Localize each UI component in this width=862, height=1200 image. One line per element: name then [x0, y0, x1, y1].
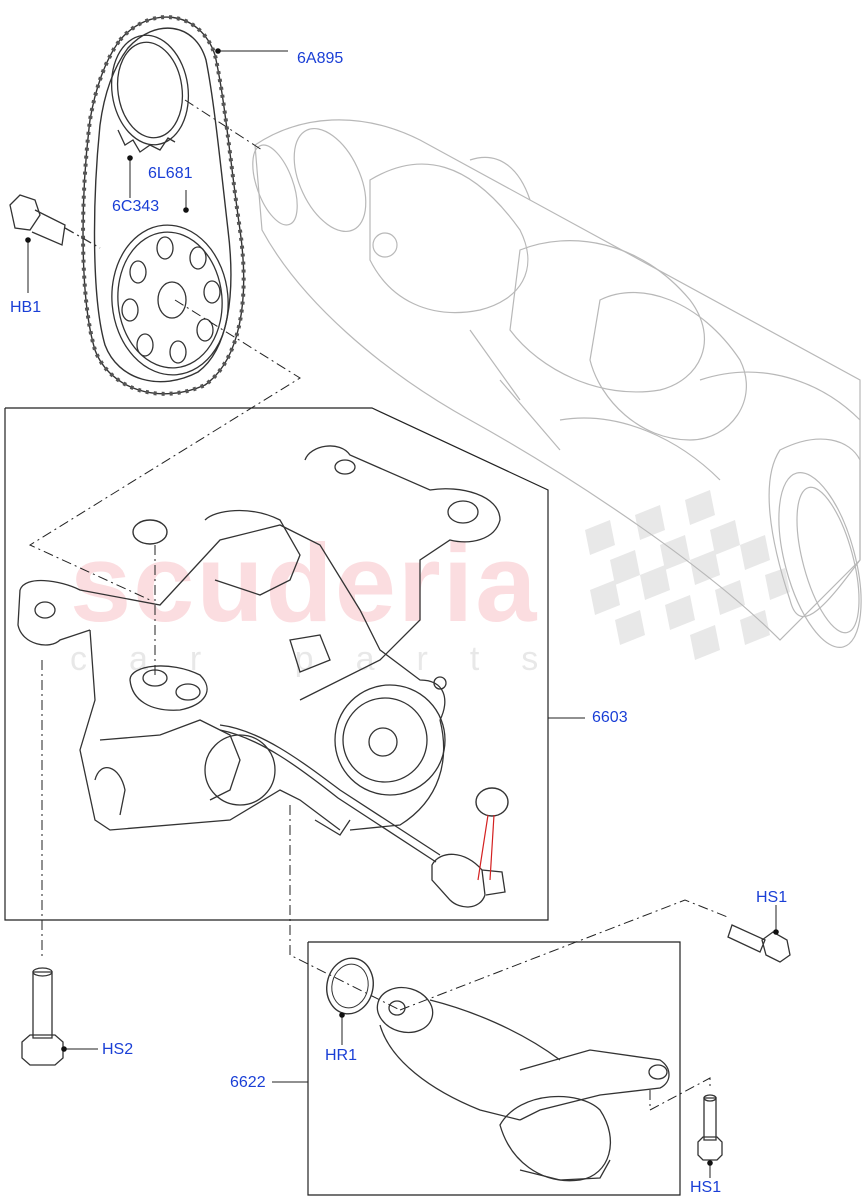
label-tensioner-6l681[interactable]: 6L681 — [148, 165, 193, 182]
oring-top — [132, 519, 168, 545]
bolt-hs1-bottom-shape — [697, 1094, 723, 1161]
oil-sensor — [219, 724, 506, 908]
pickup-frame — [307, 941, 681, 1196]
label-bolt-hb1[interactable]: HB1 — [10, 299, 42, 316]
sensor-oring — [475, 787, 509, 817]
crank-sprocket — [111, 224, 229, 376]
sensor-leader-a — [477, 814, 489, 881]
label-bolt-hs1-bottom[interactable]: HS1 — [690, 1179, 722, 1196]
label-pump-6603[interactable]: 6603 — [592, 709, 628, 726]
oring-hr1 — [326, 957, 374, 1015]
sensor-leader-b — [489, 814, 495, 881]
label-bolt-hs2[interactable]: HS2 — [102, 1041, 134, 1058]
oring-hr1-inner — [331, 963, 369, 1009]
timing-chain — [81, 15, 246, 396]
label-oring-hr1[interactable]: HR1 — [325, 1047, 358, 1064]
leader-lines — [27, 50, 777, 1178]
label-chain-6a895[interactable]: 6A895 — [297, 50, 344, 67]
center-line-cam — [184, 99, 263, 151]
oil-pump-housing — [17, 445, 501, 836]
label-bolt-hs1-top[interactable]: HS1 — [756, 889, 788, 906]
pump-assembly-frame — [4, 407, 549, 921]
oil-pickup-tube — [376, 986, 670, 1182]
center-line-pickup — [289, 805, 401, 1011]
bolt-hb1-shape — [9, 194, 101, 249]
bolt-hs1-top-shape — [727, 924, 791, 963]
cam-sprocket — [110, 34, 190, 153]
label-sprocket-6c343[interactable]: 6C343 — [112, 198, 160, 215]
center-line-hs1-top — [399, 899, 731, 1011]
bolt-hs2-shape — [21, 967, 64, 1066]
leader-dots — [25, 48, 779, 1166]
label-pickup-6622[interactable]: 6622 — [230, 1074, 266, 1091]
checkered-flag-watermark — [585, 490, 790, 660]
camshaft-ghost — [252, 119, 862, 649]
center-line-crank — [28, 299, 301, 601]
